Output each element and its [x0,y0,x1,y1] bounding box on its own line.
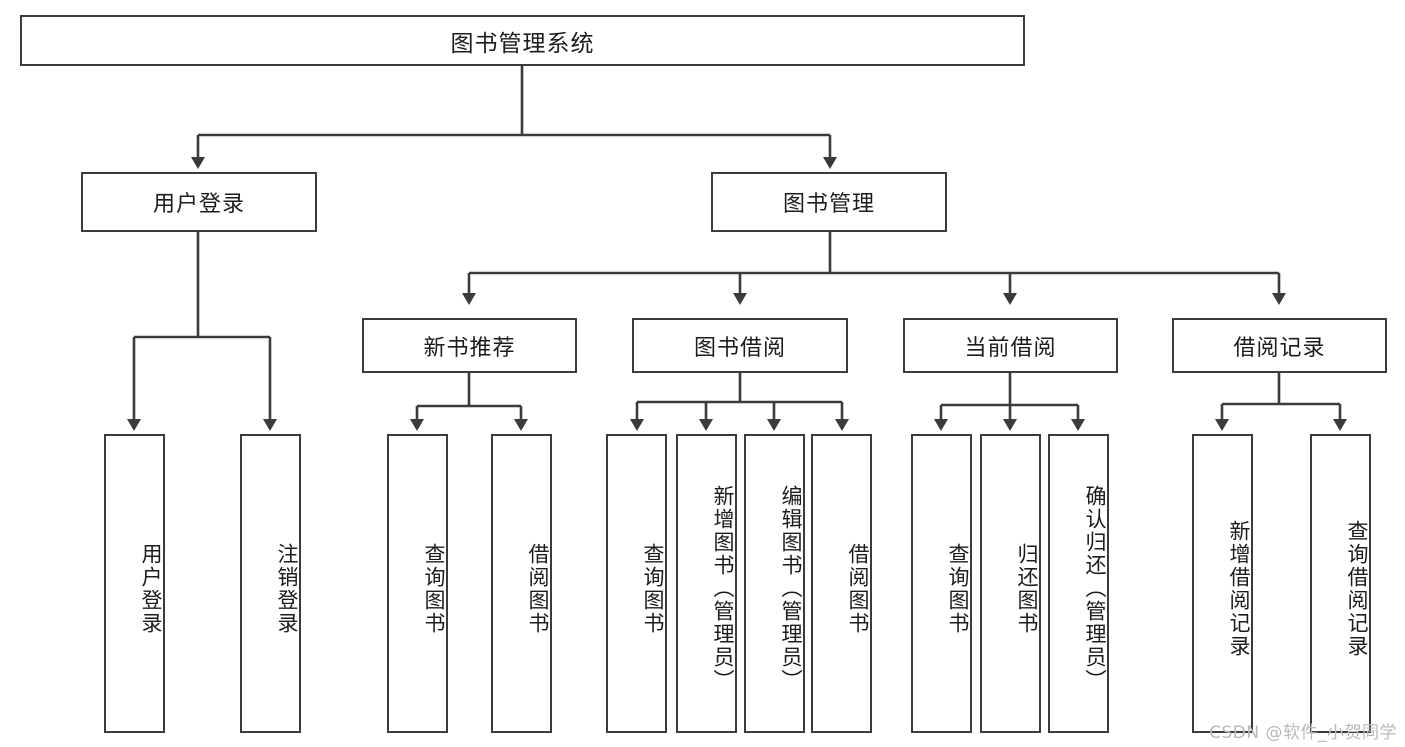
leaf-user-logout[interactable]: 注销登录 [240,434,301,733]
leaf-borrow-query-book[interactable]: 查询图书 [606,434,667,733]
leaf-cur-return-book[interactable]: 归还图书 [980,434,1041,733]
leaf-label: 查询借阅记录 [1345,519,1369,658]
leaf-rec-borrow-book[interactable]: 借阅图书 [491,434,552,733]
leaf-label: 查询图书 [641,542,665,635]
leaf-borrow-borrow-book[interactable]: 借阅图书 [811,434,872,733]
leaf-borrow-edit-book[interactable]: 编辑图书（管理员） [744,434,805,733]
leaf-label: 新增图书（管理员） [711,485,735,692]
leaf-label: 确认归还（管理员） [1083,485,1107,692]
watermark-text: CSDN @软件_小贺同学 [1209,723,1397,743]
leaf-label: 归还图书 [1015,542,1039,635]
leaf-label: 查询图书 [946,542,970,635]
node-new-book-recommendation[interactable]: 新书推荐 [362,318,577,373]
leaf-cur-query-book[interactable]: 查询图书 [911,434,972,733]
node-user-login[interactable]: 用户登录 [81,172,317,232]
leaf-label: 借阅图书 [526,542,550,635]
node-root-system[interactable]: 图书管理系统 [20,15,1025,66]
leaf-rec-query-book[interactable]: 查询图书 [387,434,448,733]
node-book-management[interactable]: 图书管理 [711,172,947,232]
leaf-label: 编辑图书（管理员） [779,485,803,692]
leaf-cur-confirm-return[interactable]: 确认归还（管理员） [1048,434,1109,733]
leaf-record-query[interactable]: 查询借阅记录 [1310,434,1371,733]
leaf-label: 新增借阅记录 [1227,519,1251,658]
node-current-borrowing[interactable]: 当前借阅 [903,318,1118,373]
leaf-label: 注销登录 [275,542,299,635]
leaf-borrow-add-book[interactable]: 新增图书（管理员） [676,434,737,733]
leaf-label: 借阅图书 [846,542,870,635]
leaf-record-add[interactable]: 新增借阅记录 [1192,434,1253,733]
node-book-borrowing[interactable]: 图书借阅 [632,318,848,373]
leaf-label: 查询图书 [422,542,446,635]
leaf-user-login[interactable]: 用户登录 [104,434,165,733]
node-borrowing-records[interactable]: 借阅记录 [1172,318,1387,373]
leaf-label: 用户登录 [139,542,163,635]
